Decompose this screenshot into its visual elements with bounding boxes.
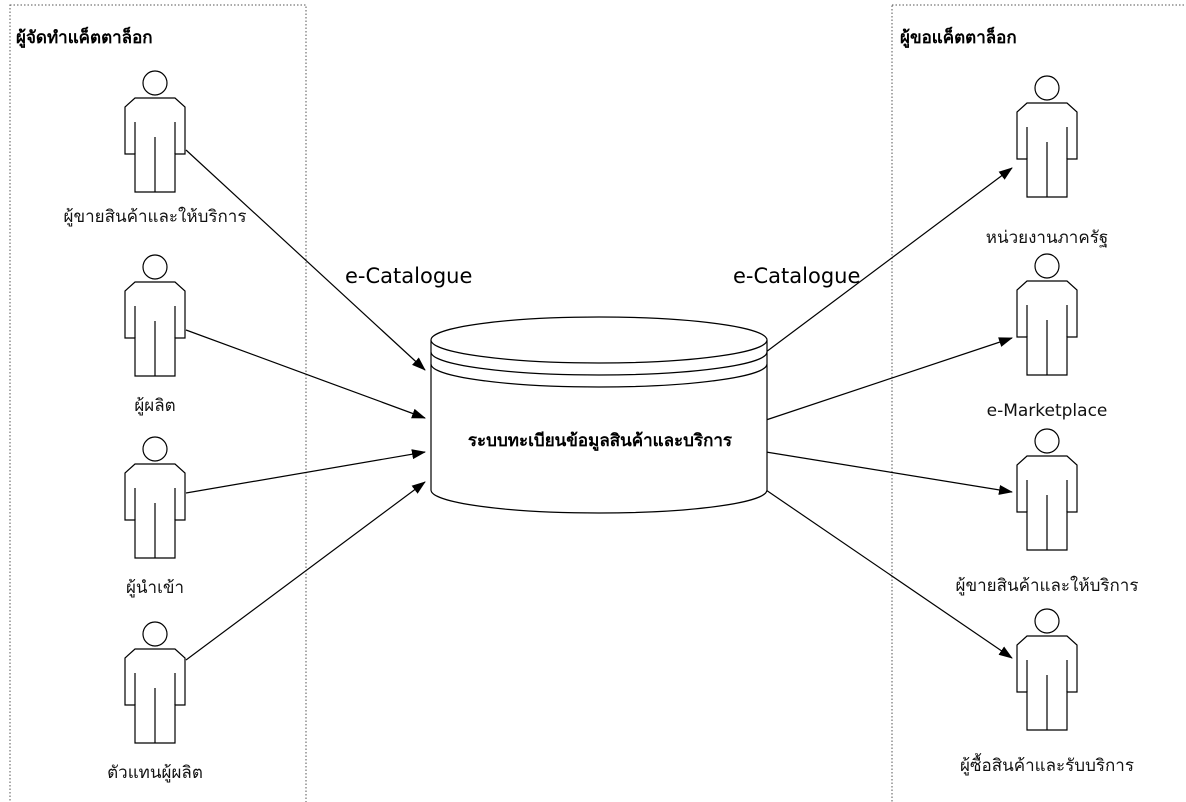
actor-figure-icon — [124, 621, 186, 744]
left-group-boundary — [9, 4, 307, 802]
actor-label: e-Marketplace — [987, 401, 1108, 421]
right-group-title: ผู้ขอแค็ตตาล็อก — [900, 25, 1017, 49]
connector-agent-to-system — [185, 481, 426, 661]
actor-manufacturer: ผู้ผลิต — [124, 254, 186, 416]
actor-figure-icon — [1016, 428, 1078, 551]
actor-government-agency: หน่วยงานภาครัฐ — [986, 75, 1108, 248]
system-label: ระบบทะเบียนข้อมูลสินค้าและบริการ — [468, 430, 733, 452]
actor-figure-icon — [124, 70, 186, 193]
actor-figure-icon — [1016, 608, 1078, 731]
connector-system-to-seller — [765, 451, 1013, 495]
database-top — [430, 316, 768, 364]
actor-label: ผู้นำเข้า — [126, 578, 184, 598]
actor-seller-left: ผู้ขายสินค้าและให้บริการ — [64, 70, 247, 227]
actor-label: ผู้ขายสินค้าและให้บริการ — [956, 575, 1139, 596]
connector-system-to-emarketplace — [765, 337, 1013, 421]
actor-figure-icon — [124, 436, 186, 559]
actor-label: ผู้ขายสินค้าและให้บริการ — [64, 206, 247, 227]
connector-manufacturer-to-system — [185, 329, 426, 419]
database-body — [430, 340, 768, 514]
connector-seller-to-system — [185, 149, 426, 371]
database-band-1 — [430, 351, 768, 376]
left-flow-label: e-Catalogue — [345, 264, 472, 288]
right-group-boundary — [891, 4, 1186, 802]
actor-emarketplace: e-Marketplace — [987, 253, 1108, 421]
connector-system-to-buyer — [765, 489, 1013, 659]
actor-figure-icon — [1016, 75, 1078, 198]
right-flow-label: e-Catalogue — [733, 264, 860, 288]
connector-system-to-government — [765, 167, 1013, 353]
actor-label: ตัวแทนผู้ผลิต — [107, 763, 203, 783]
actor-label: ผู้ผลิต — [134, 396, 175, 416]
actor-figure-icon — [124, 254, 186, 377]
actor-label: ผู้ซื้อสินค้าและรับบริการ — [960, 753, 1134, 776]
actor-importer: ผู้นำเข้า — [124, 436, 186, 598]
left-group-title: ผู้จัดทำแค็ตตาล็อก — [16, 25, 153, 49]
actor-label: หน่วยงานภาครัฐ — [986, 228, 1108, 248]
actor-seller-right: ผู้ขายสินค้าและให้บริการ — [956, 428, 1139, 596]
system-database: ระบบทะเบียนข้อมูลสินค้าและบริการ — [430, 316, 768, 514]
database-band-2 — [430, 363, 768, 388]
actor-figure-icon — [1016, 253, 1078, 376]
connectors — [185, 149, 1013, 661]
actor-manufacturer-agent: ตัวแทนผู้ผลิต — [107, 621, 203, 783]
connector-importer-to-system — [185, 449, 426, 494]
actor-buyer: ผู้ซื้อสินค้าและรับบริการ — [960, 608, 1134, 776]
